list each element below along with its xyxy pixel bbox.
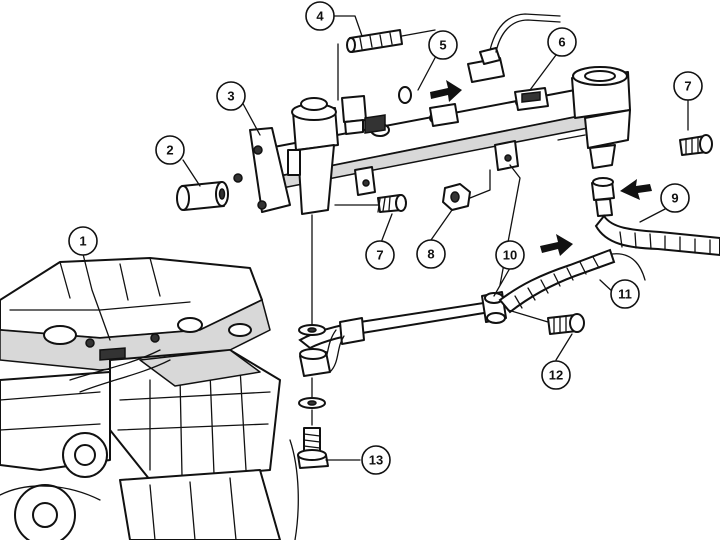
callout-5: 5	[428, 30, 458, 60]
direction-arrow-top	[430, 80, 462, 102]
callout-label: 12	[549, 368, 563, 383]
engine-block	[0, 257, 299, 540]
callout-label: 3	[227, 89, 234, 104]
fuel-supply-hose	[591, 177, 720, 257]
rail-end-fitting	[557, 66, 631, 169]
callout-4: 4	[305, 1, 335, 31]
spacer-sleeve	[176, 181, 229, 211]
callout-label: 10	[503, 248, 517, 263]
callout-label: 4	[316, 9, 324, 24]
callout-9: 9	[660, 183, 690, 213]
direction-arrow-right-hose	[620, 179, 652, 200]
callout-3: 3	[216, 81, 246, 111]
callout-label: 9	[671, 191, 678, 206]
callout-label: 2	[166, 143, 173, 158]
callout-label: 13	[369, 453, 383, 468]
callout-6: 6	[547, 27, 577, 57]
pressure-regulator	[287, 97, 339, 215]
injector-connectors	[429, 87, 549, 127]
hex-nut	[442, 183, 471, 211]
callout-label: 7	[376, 248, 383, 263]
o-ring	[398, 86, 412, 104]
callout-10: 10	[495, 240, 525, 270]
callout-label: 6	[558, 35, 565, 50]
callout-8: 8	[416, 239, 446, 269]
direction-arrow-return-hose	[540, 234, 573, 256]
callout-12: 12	[541, 360, 571, 390]
banjo-fitting-stack	[297, 214, 331, 469]
callout-label: 11	[618, 287, 632, 302]
injector	[467, 13, 561, 83]
callout-label: 7	[684, 79, 691, 94]
clamp-bolt	[507, 309, 585, 335]
bolt-left	[377, 194, 407, 213]
callout-label: 1	[79, 234, 86, 249]
callout-label: 5	[439, 38, 446, 53]
callout-13: 13	[361, 445, 391, 475]
temperature-sensor	[341, 95, 386, 135]
callout-7-right: 7	[673, 71, 703, 101]
callout-leaders	[82, 15, 689, 461]
callout-2: 2	[155, 135, 185, 165]
callout-1: 1	[68, 226, 98, 256]
callout-11: 11	[610, 279, 640, 309]
callout-7-left: 7	[365, 240, 395, 270]
injector-sleeve	[337, 29, 436, 101]
callout-label: 8	[427, 247, 434, 262]
bolt-right	[679, 134, 713, 156]
fuel-return-line	[298, 248, 646, 373]
